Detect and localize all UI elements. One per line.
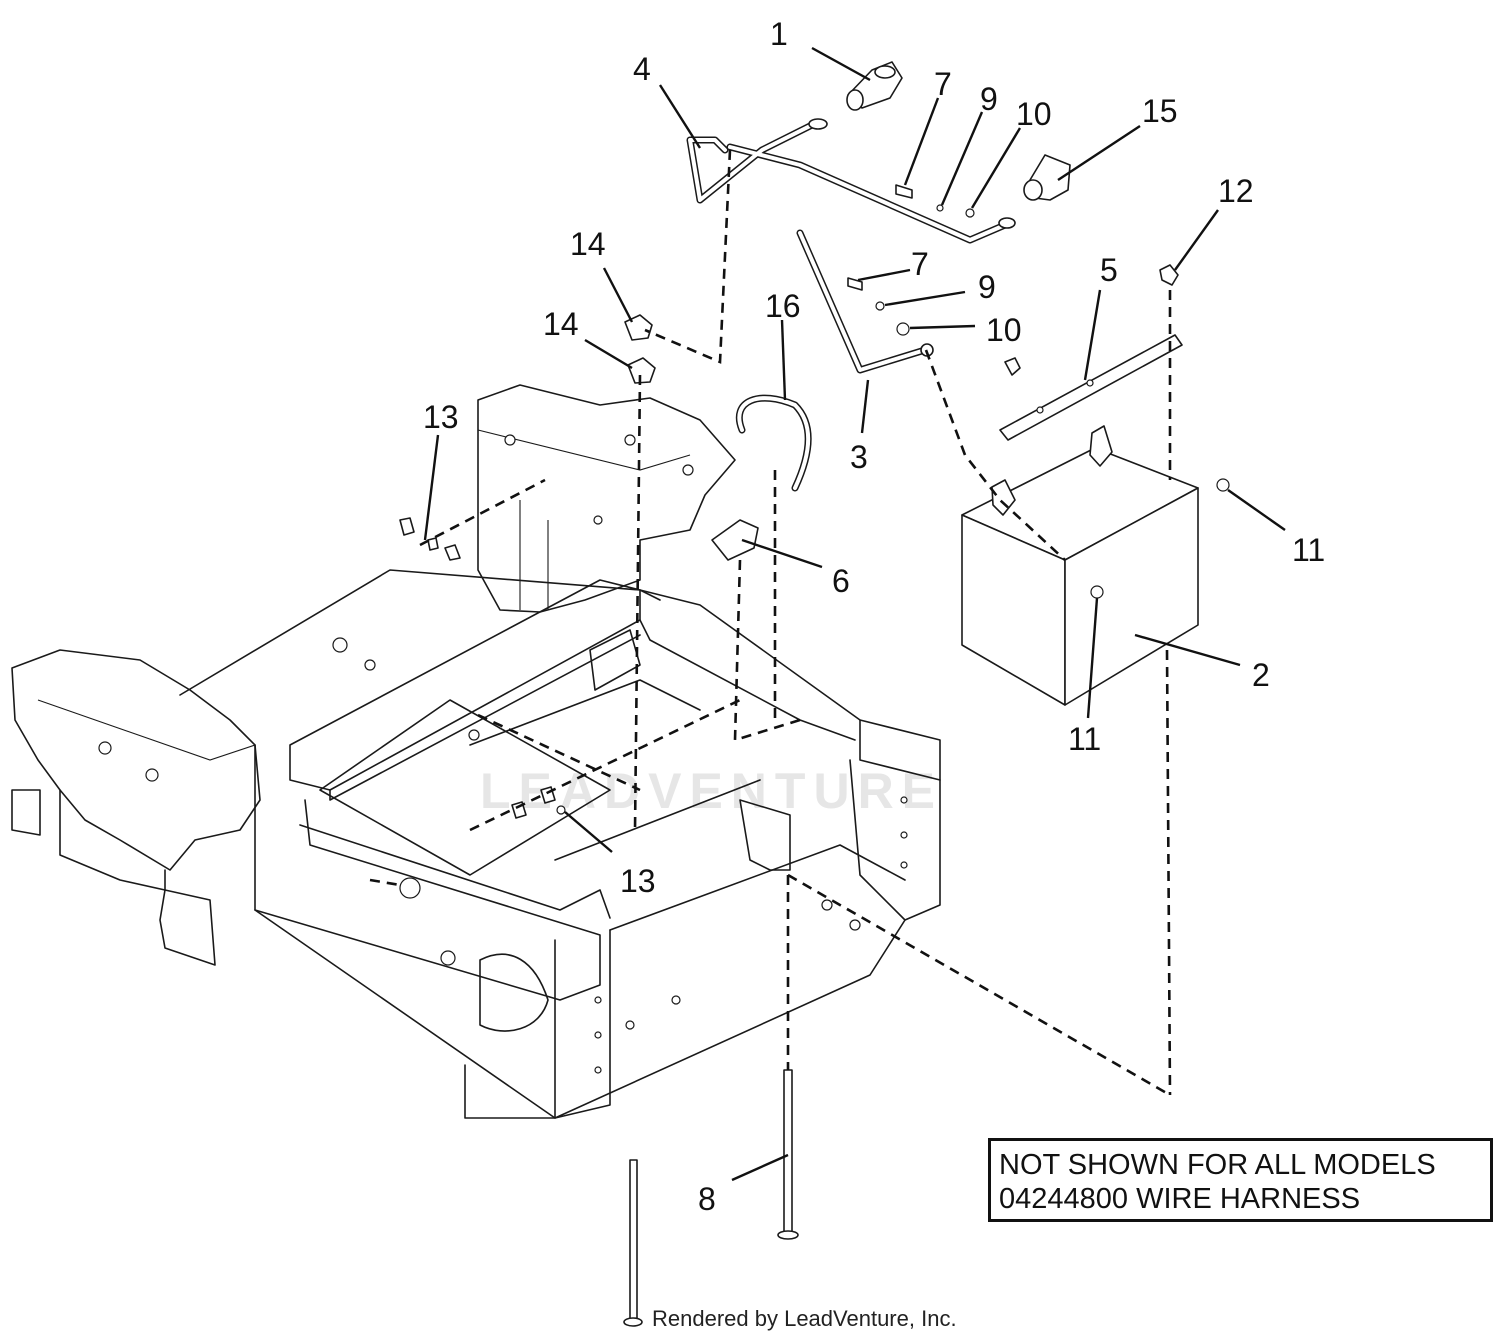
bushing-icon (627, 357, 656, 384)
bolt-hardware (847, 184, 1021, 376)
battery-cable (686, 118, 1016, 244)
leader-lines (423, 46, 1286, 1182)
callout-8: 8 (698, 1181, 716, 1217)
relay-clip (711, 519, 759, 561)
callout-13: 13 (423, 399, 459, 435)
callout-5: 5 (1100, 252, 1118, 288)
render-credit: Rendered by LeadVenture, Inc. (652, 1306, 957, 1331)
callout-16: 16 (765, 288, 801, 324)
callout-9: 9 (980, 81, 998, 117)
callout-1: 1 (770, 16, 788, 52)
callout-15: 15 (1142, 93, 1178, 129)
terminal-cover-black (1023, 154, 1071, 201)
callout-10b: 10 (986, 312, 1022, 348)
callout-12: 12 (1218, 173, 1254, 209)
ground-cable (796, 229, 934, 374)
callout-11b: 11 (1068, 721, 1101, 757)
callout-3: 3 (850, 439, 868, 475)
hold-down-strap (999, 334, 1183, 441)
callout-10: 10 (1016, 96, 1052, 132)
callout-6: 6 (832, 563, 850, 599)
mower-frame (11, 384, 941, 1119)
callout-7: 7 (934, 66, 952, 102)
terminal-cover-red (846, 61, 903, 111)
callout-4: 4 (633, 51, 651, 87)
wing-nut (1159, 264, 1179, 286)
callout-14b: 14 (543, 306, 579, 342)
callout-11: 11 (1292, 532, 1325, 568)
battery (961, 425, 1199, 706)
callout-2: 2 (1252, 657, 1270, 693)
callout-7b: 7 (911, 246, 929, 282)
note-line-2: 04244800 WIRE HARNESS (999, 1183, 1361, 1215)
note-line-1: NOT SHOWN FOR ALL MODELS (999, 1149, 1436, 1181)
rod-pair (623, 1069, 799, 1327)
callout-13b: 13 (620, 863, 656, 899)
grommet-icon (1090, 585, 1104, 599)
callout-9b: 9 (978, 269, 996, 305)
watermark-text: LEADVENTURE (480, 763, 943, 819)
note-box: NOT SHOWN FOR ALL MODELS 04244800 WIRE H… (988, 1138, 1493, 1222)
grommet-icon (1216, 478, 1230, 492)
callout-labels: 1 4 7 9 10 15 12 14 7 9 14 16 10 5 13 3 … (423, 16, 1325, 1217)
screw-hardware (399, 517, 566, 819)
assembly-lines (369, 149, 1172, 1097)
callout-14: 14 (570, 226, 606, 262)
